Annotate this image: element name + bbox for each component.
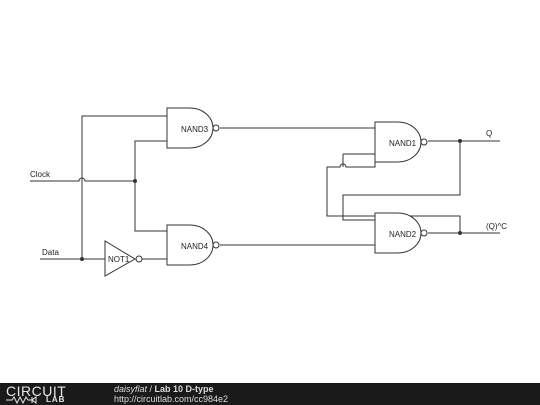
- resistor-icon: [6, 395, 37, 405]
- logo-lab-text: LAB: [46, 395, 66, 404]
- gate-label-nand3: NAND3: [181, 125, 209, 134]
- schematic-canvas: NAND3 NAND4 NAND1 NAND2 NOT1 Clock Da: [30, 107, 508, 277]
- gate-label-nand2: NAND2: [389, 230, 417, 239]
- junction-data: [80, 257, 84, 261]
- wire-clock-nand3: [134, 140, 167, 181]
- logo-text-top: CIRCUIT: [6, 383, 67, 399]
- credit-separator: /: [147, 384, 155, 394]
- wire-data-nand3: [81, 115, 167, 259]
- output-label-q: Q: [486, 129, 492, 138]
- author-name[interactable]: daisyflat: [114, 384, 148, 394]
- gate-label-nand1: NAND1: [389, 139, 417, 148]
- gate-nand4[interactable]: NAND4: [166, 224, 220, 266]
- output-label-q-complement: (Q)^C: [486, 222, 507, 231]
- gate-nand1[interactable]: NAND1: [374, 121, 428, 163]
- gate-nand3[interactable]: NAND3: [166, 107, 220, 149]
- credit-line: daisyflat / Lab 10 D-type: [114, 385, 214, 394]
- circuit-title: Lab 10 D-type: [154, 384, 214, 394]
- junction-qc: [458, 231, 462, 235]
- wire-clock-nand4: [134, 181, 167, 232]
- junction-q: [458, 139, 462, 143]
- footer-bar: CIRCUIT LAB daisyflat / Lab 10 D-type ht…: [0, 383, 540, 405]
- junction-clock: [133, 179, 137, 183]
- gate-label-not1: NOT1: [108, 255, 130, 264]
- gate-nand2[interactable]: NAND2: [374, 212, 428, 254]
- wire-feedback-qc: [326, 154, 461, 233]
- input-label-clock: Clock: [30, 170, 51, 179]
- gate-label-nand4: NAND4: [181, 242, 209, 251]
- schematic-svg: NAND3 NAND4 NAND1 NAND2 NOT1 Clock Da: [30, 107, 507, 277]
- circuitlab-logo[interactable]: CIRCUIT LAB: [6, 383, 96, 405]
- logo-text-bottom: LAB: [6, 395, 66, 405]
- input-label-data: Data: [42, 248, 59, 257]
- gate-not1[interactable]: NOT1: [104, 240, 143, 277]
- wires: [30, 115, 500, 260]
- junctions: [80, 139, 462, 261]
- circuit-url[interactable]: http://circuitlab.com/cc984e2: [114, 394, 229, 404]
- wire-feedback-q: [342, 141, 461, 221]
